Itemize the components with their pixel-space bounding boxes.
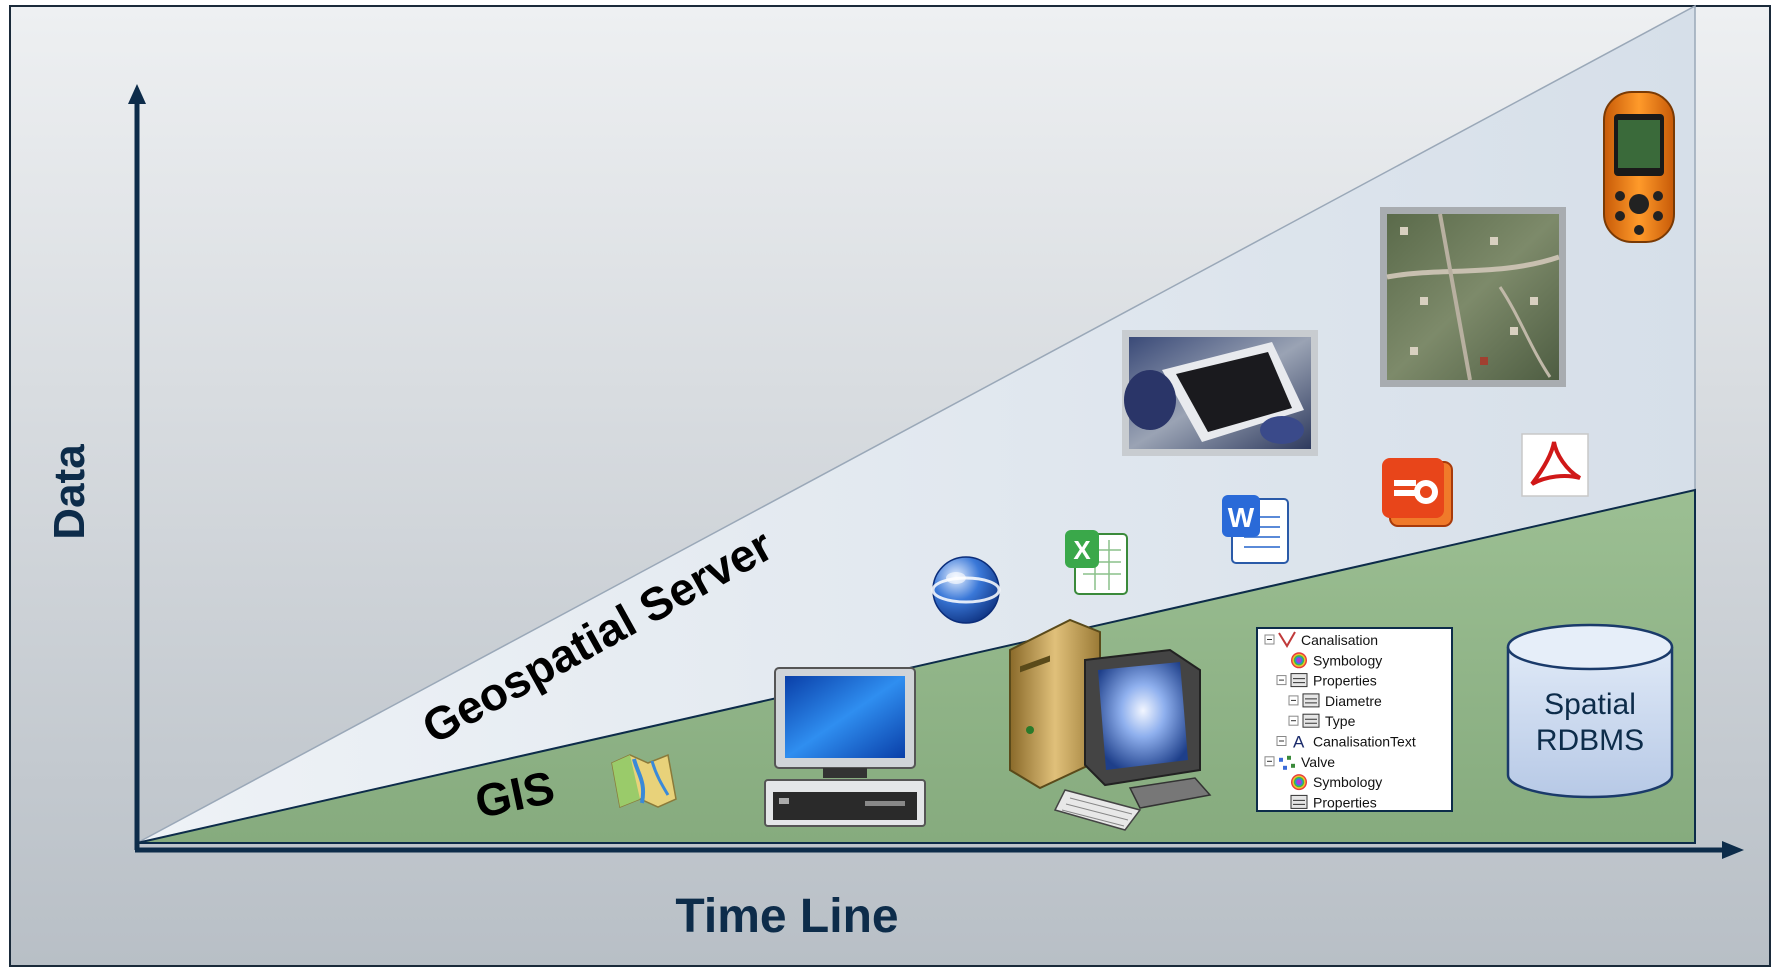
word-icon: W: [1222, 495, 1289, 564]
gps-device-icon: [1603, 91, 1675, 243]
svg-text:A: A: [1293, 733, 1305, 752]
text-label-icon: A: [1293, 733, 1305, 752]
x-axis-label: Time Line: [675, 890, 898, 943]
tree-row-label: Symbology: [1313, 652, 1382, 668]
tree-row-label: Type: [1325, 713, 1356, 729]
globe-icon: [931, 556, 1001, 624]
tree-row-label: Properties: [1313, 673, 1377, 689]
point-layer-icon: [1279, 755, 1295, 770]
database-label-line1: Spatial: [1544, 688, 1636, 721]
tree-row[interactable]: A CanalisationText: [1276, 733, 1416, 752]
tree-row-label: Diametre: [1325, 693, 1382, 709]
aerial-photo: [1380, 207, 1566, 387]
database-label-line2: RDBMS: [1536, 724, 1644, 757]
tree-row-label: Valve: [1301, 754, 1335, 770]
spatial-rdbms-database: Spatial RDBMS: [1506, 623, 1674, 799]
x-axis-arrow: [1722, 841, 1744, 859]
tree-row[interactable]: Type: [1288, 713, 1356, 729]
tree-row-label: Canalisation: [1301, 632, 1378, 648]
workstation-icon: [1009, 618, 1212, 831]
properties-icon: [1290, 794, 1308, 809]
color-wheel-icon: [1291, 652, 1307, 669]
table-field-icon: [1302, 713, 1320, 728]
map-icon: [611, 753, 677, 809]
svg-text:W: W: [1228, 502, 1255, 533]
tree-row[interactable]: Properties: [1290, 794, 1377, 810]
pdf-icon: [1521, 433, 1589, 497]
excel-icon: X: [1065, 530, 1128, 595]
table-field-icon: [1302, 693, 1320, 708]
color-wheel-icon: [1291, 774, 1307, 791]
y-axis-label: Data: [45, 444, 94, 540]
tree-row-label: CanalisationText: [1313, 734, 1416, 750]
tablet-photo: [1122, 330, 1318, 456]
tree-row-label: Properties: [1313, 794, 1377, 810]
tree-row[interactable]: Properties: [1276, 673, 1377, 689]
y-axis-arrow: [128, 84, 146, 104]
tree-row[interactable]: Valve: [1264, 754, 1335, 770]
line-layer-icon: [1278, 631, 1296, 648]
tree-row[interactable]: Diametre: [1288, 693, 1382, 709]
properties-icon: [1290, 673, 1308, 688]
tree-row[interactable]: Canalisation: [1264, 631, 1378, 648]
powerpoint-icon: [1382, 458, 1453, 527]
tree-row-label: Symbology: [1313, 774, 1382, 790]
svg-text:X: X: [1073, 535, 1091, 565]
layer-tree-panel: CanalisationSymbologyPropertiesDiametreT…: [1256, 627, 1453, 812]
desktop-computer-icon: [764, 667, 926, 827]
tree-row[interactable]: Symbology: [1291, 774, 1382, 791]
tree-row[interactable]: Symbology: [1291, 652, 1382, 669]
